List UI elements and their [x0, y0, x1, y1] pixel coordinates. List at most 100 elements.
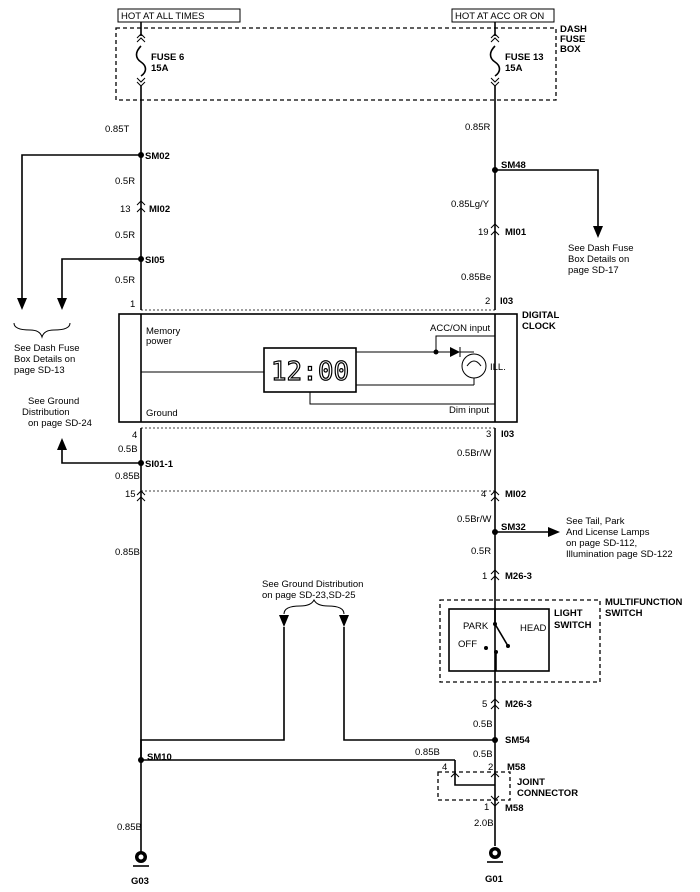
si01-branch-wire [61, 448, 141, 464]
ref-ground24-2: Distribution [22, 407, 70, 418]
wire-0-85be: 0.85Be [461, 272, 491, 283]
fuse-13-rating: 15A [505, 63, 523, 74]
ground-g01-icon [487, 847, 503, 863]
lamp-filament-icon [466, 360, 482, 367]
joint-connector-label-1: JOINT [517, 777, 545, 788]
hot-all-times-label-box [117, 8, 241, 23]
sm54-label: SM54 [505, 735, 531, 746]
connector-m58-bottom [490, 795, 500, 807]
ref-dash13-2: Box Details on [14, 354, 75, 365]
dim-feed [309, 392, 495, 405]
g03-label: G03 [131, 876, 149, 887]
i03-bottom-label: I03 [501, 429, 514, 440]
m26-3-bottom-label: M26-3 [505, 699, 532, 710]
connector-m26-3-top [490, 569, 500, 581]
m58-top-pin: 2 [488, 762, 493, 773]
multifunction-switch-title-2: SWITCH [605, 608, 643, 619]
light-switch-label-2: SWITCH [554, 620, 592, 631]
hot-acc-on-label-box [451, 8, 555, 23]
si05-label: SI05 [145, 255, 165, 266]
multifunction-switch-title-1: MULTIFUNCTION [605, 597, 683, 608]
mi01-pin: 19 [478, 227, 489, 238]
connector-mi01 [490, 223, 500, 236]
pin-15: 15 [125, 489, 136, 500]
wire-0-5br-w-b: 0.5Br/W [457, 514, 491, 525]
wire-0-5b-right-a: 0.5B [473, 719, 493, 730]
ill-lamp-icon [461, 353, 487, 379]
ref-tail-2: And License Lamps [566, 527, 650, 538]
digital-clock-title-1: DIGITAL [522, 310, 559, 321]
digital-clock-title-2: CLOCK [522, 321, 556, 332]
m58-bottom-pin: 1 [484, 802, 489, 813]
dash-fuse-box-label-3: BOX [560, 44, 581, 55]
pin-4: 4 [132, 430, 137, 441]
wire-2-0b: 2.0B [474, 818, 494, 829]
sm10-label: SM10 [147, 752, 172, 763]
connector-15 [136, 490, 146, 502]
pin-1: 1 [130, 299, 135, 310]
ground23-wire-a [140, 627, 285, 760]
arrow-down-icon [339, 615, 349, 627]
wire-0-85t: 0.85T [105, 124, 129, 135]
m58-top-label: M58 [507, 762, 525, 773]
mi02-left-pin: 13 [120, 204, 131, 215]
wire-0-5br-w-a: 0.5Br/W [457, 448, 491, 459]
acc-on-feed [435, 335, 495, 352]
ref-dash17-3: page SD-17 [568, 265, 619, 276]
wire-0-5b-right-b: 0.5B [473, 749, 493, 760]
wire-0-5r-b: 0.5R [115, 230, 135, 241]
sm02-branch-wire [21, 154, 141, 300]
arrow-down-icon [17, 298, 27, 310]
light-switch-box [448, 608, 550, 672]
hot-all-times-label: HOT AT ALL TIMES [121, 11, 204, 22]
brace-icon [283, 598, 345, 615]
memory-power-label-1: Memory [146, 326, 181, 337]
wire-0-5r-right: 0.5R [471, 546, 491, 557]
splice-sm54 [492, 737, 498, 743]
ill-label: ILL. [490, 362, 506, 373]
m26-3-top-pin: 1 [482, 571, 487, 582]
hot-acc-on-label: HOT AT ACC OR ON [455, 11, 544, 22]
pin-2: 2 [485, 296, 490, 307]
wire-0-5r-a: 0.5R [115, 176, 135, 187]
arrow-right-icon [548, 527, 560, 537]
si01-1-label: SI01-1 [145, 459, 174, 470]
wire-0-85lg-y: 0.85Lg/Y [451, 199, 490, 210]
ref-ground23-2: on page SD-23,SD-25 [262, 590, 355, 601]
ground-label: Ground [146, 408, 178, 419]
joint-connector-label-2: CONNECTOR [517, 788, 578, 799]
joint-pin-4: 4 [442, 762, 447, 773]
dim-input-label: Dim input [449, 405, 489, 416]
ground-g03-icon [133, 851, 149, 867]
connector-m26-3-bottom [490, 698, 500, 710]
sm48-label: SM48 [501, 160, 526, 171]
dash-fuse-box [115, 27, 557, 101]
clock-display-digits: 12:00 [271, 357, 349, 387]
fuse-6-rating: 15A [151, 63, 169, 74]
wire-0-5b: 0.5B [118, 444, 138, 455]
fuse-13 [489, 22, 501, 310]
mi01-label: MI01 [505, 227, 527, 238]
m58-bottom-label: M58 [505, 803, 523, 814]
fuse-6-label: FUSE 6 [151, 52, 184, 63]
digital-clock-box [118, 313, 518, 423]
switch-head-label: HEAD [520, 623, 547, 634]
ref-tail-3: on page SD-112, [566, 538, 637, 549]
switch-contact-off [484, 646, 488, 650]
ref-tail-4: Illumination page SD-122 [566, 549, 673, 560]
joint-connector-box [437, 771, 511, 801]
wire-0-85b-sm10: 0.85B [415, 747, 440, 758]
ref-dash17-2: Box Details on [568, 254, 629, 265]
arrow-down-icon [593, 226, 603, 238]
connector-m58-entries [450, 772, 500, 778]
ref-dash13-3: page SD-13 [14, 365, 65, 376]
arrow-down-icon [57, 298, 67, 310]
acc-on-label: ACC/ON input [430, 323, 491, 334]
ref-tail-1: See Tail, Park [566, 516, 625, 527]
multifunction-switch-box [439, 599, 601, 683]
dash-fuse-box-label-2: FUSE [560, 34, 585, 45]
ref-ground23-1: See Ground Distribution [262, 579, 363, 590]
brace-icon [13, 322, 71, 339]
fuse-6 [135, 22, 147, 310]
